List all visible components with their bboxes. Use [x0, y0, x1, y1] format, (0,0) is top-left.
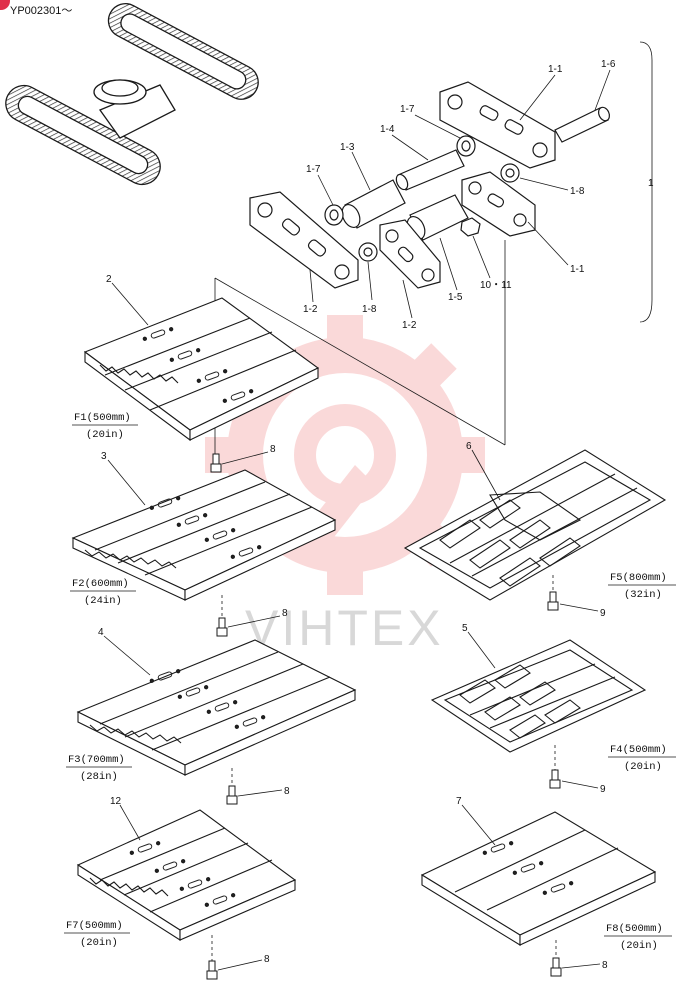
- pin-1-6: [554, 106, 611, 143]
- label-7: 7: [456, 796, 462, 807]
- shoe-plate-f7: [76, 809, 297, 942]
- caption-f5: F5(800mm) (32in): [608, 572, 676, 601]
- label-bolt-8-b: 8: [282, 608, 288, 619]
- label-1-3: 1-3: [340, 142, 355, 153]
- bolt-8-f2: [216, 617, 228, 637]
- label-3: 3: [101, 451, 107, 462]
- svg-text:(24in): (24in): [84, 595, 122, 607]
- bolt-9-f5: [547, 591, 559, 611]
- label-10-11: 10・11: [480, 280, 512, 291]
- label-5: 5: [462, 623, 468, 634]
- shoe-plate-f5: [403, 449, 667, 601]
- label-bolt-8-d: 8: [264, 954, 270, 965]
- bolt-8-f3: [226, 785, 238, 805]
- svg-text:F2(600mm): F2(600mm): [72, 578, 129, 590]
- shoe-plate-f8: [420, 811, 657, 946]
- corner-marker: [0, 0, 10, 10]
- svg-text:(20in): (20in): [86, 429, 124, 441]
- label-1-2-right: 1-2: [402, 320, 417, 331]
- bolt-9-f4: [549, 769, 561, 789]
- svg-text:(20in): (20in): [624, 761, 662, 773]
- label-1-8: 1-8: [570, 186, 585, 197]
- label-bolt-8-c: 8: [284, 786, 290, 797]
- svg-text:F8(500mm): F8(500mm): [606, 923, 663, 935]
- shoe-plate-f4: [430, 639, 647, 753]
- shoe-plate-f1: [83, 297, 320, 442]
- label-1-1-lower: 1-1: [570, 264, 585, 275]
- nut-10-11: [460, 217, 481, 237]
- label-1-7: 1-7: [400, 104, 415, 115]
- link-1-1-upper: [439, 81, 556, 169]
- bolts: [206, 453, 562, 980]
- label-12: 12: [110, 796, 122, 807]
- bolt-dashed-lines: [211, 575, 557, 961]
- svg-text:(28in): (28in): [80, 771, 118, 783]
- svg-text:F3(700mm): F3(700mm): [68, 754, 125, 766]
- leader-lines-top: [309, 41, 653, 323]
- label-1-4: 1-4: [380, 124, 395, 135]
- leader-lines-shoes: [103, 282, 601, 971]
- serial-number: YP002301～: [10, 5, 73, 17]
- label-bolt-8-e: 8: [602, 960, 608, 971]
- bolt-8-f7: [206, 960, 218, 980]
- track-link-assembly: [249, 81, 611, 289]
- pin-1-4: [395, 149, 465, 191]
- label-bolt-9-b: 9: [600, 784, 606, 795]
- bushing-1-3: [341, 179, 406, 229]
- label-1: 1: [648, 178, 654, 189]
- link-1-1-lower: [461, 171, 536, 237]
- shoe-plate-f3: [76, 639, 357, 776]
- caption-f7: F7(500mm) (20in): [64, 920, 130, 949]
- label-1-1: 1-1: [548, 64, 563, 75]
- label-2: 2: [106, 274, 112, 285]
- link-1-2-right: [379, 219, 441, 289]
- label-1-6: 1-6: [601, 59, 616, 70]
- track-assembly-illustration: [5, 3, 259, 186]
- svg-text:F5(800mm): F5(800mm): [610, 572, 667, 584]
- label-1-5: 1-5: [448, 292, 463, 303]
- label-bolt-8-a: 8: [270, 444, 276, 455]
- label-1-8-lower: 1-8: [362, 304, 377, 315]
- svg-text:(20in): (20in): [620, 940, 658, 952]
- label-bolt-9-a: 9: [600, 608, 606, 619]
- svg-text:F4(500mm): F4(500mm): [610, 744, 667, 756]
- caption-f4: F4(500mm) (20in): [608, 744, 676, 773]
- caption-f2: F2(600mm) (24in): [70, 578, 136, 607]
- shoe-plate-f2: [71, 469, 337, 601]
- svg-text:(32in): (32in): [624, 589, 662, 601]
- watermark-text: VIHTEX: [245, 600, 444, 656]
- label-4: 4: [98, 627, 104, 638]
- link-1-2-left: [249, 191, 359, 289]
- svg-text:F1(500mm): F1(500mm): [74, 412, 131, 424]
- bolt-8-f8: [550, 957, 562, 977]
- label-1-7-lower: 1-7: [306, 164, 321, 175]
- caption-f1: F1(500mm) (20in): [72, 412, 138, 441]
- caption-f3: F3(700mm) (28in): [66, 754, 132, 783]
- svg-text:F7(500mm): F7(500mm): [66, 920, 123, 932]
- label-1-2-left: 1-2: [303, 304, 318, 315]
- bolt-8-f1: [210, 453, 222, 473]
- caption-f8: F8(500mm) (20in): [604, 923, 672, 952]
- svg-text:(20in): (20in): [80, 937, 118, 949]
- label-6: 6: [466, 441, 472, 452]
